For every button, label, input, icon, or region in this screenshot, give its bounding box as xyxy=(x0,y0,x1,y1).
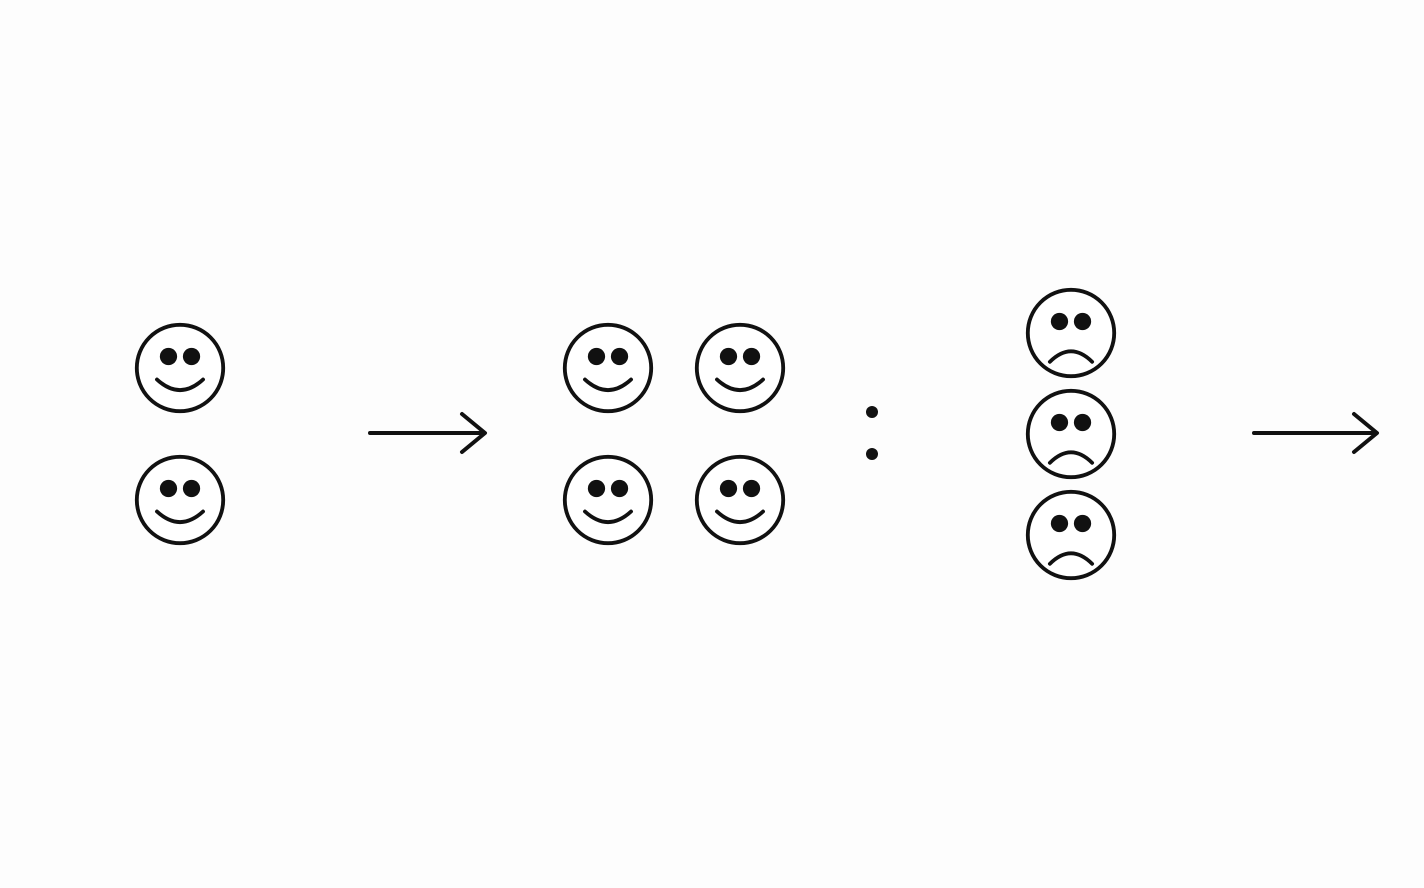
ratio xyxy=(866,406,878,460)
smiley-icon xyxy=(694,454,786,546)
group-ratio-right xyxy=(1025,287,1117,581)
smiley-icon xyxy=(562,454,654,546)
frowny-icon xyxy=(1025,287,1117,379)
frowny-icon xyxy=(1025,489,1117,581)
group-doubled xyxy=(562,322,786,546)
smiley-icon xyxy=(694,322,786,414)
frowny-icon xyxy=(1025,388,1117,480)
smiley-icon xyxy=(562,322,654,414)
arrow-1 xyxy=(368,412,487,454)
smiley-icon xyxy=(134,454,226,546)
smiley-icon xyxy=(134,322,226,414)
colon-icon xyxy=(866,406,878,460)
arrow-right-icon xyxy=(368,412,487,454)
arrow-right-icon xyxy=(1252,412,1379,454)
arrow-2 xyxy=(1252,412,1379,454)
group-start xyxy=(134,322,226,546)
